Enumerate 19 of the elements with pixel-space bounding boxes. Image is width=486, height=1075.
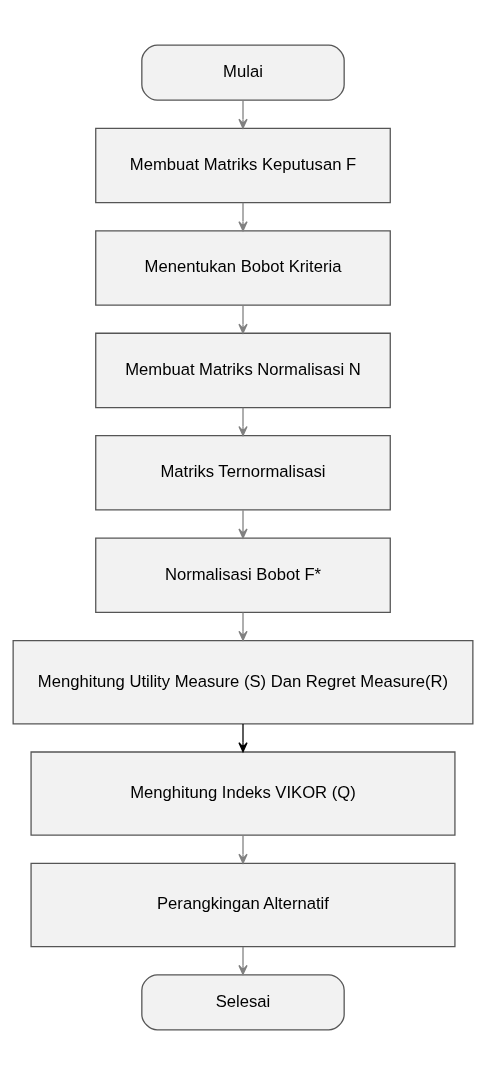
node-box: Matriks Ternormalisasi (95, 435, 391, 511)
arrow (238, 611, 248, 641)
node-box: Membuat Matriks Keputusan F (95, 127, 391, 204)
arrow (238, 834, 248, 864)
node-box: Menghitung Utility Measure (S) Dan Regret Measure(R) (12, 639, 474, 725)
node-box: Mulai (141, 44, 345, 101)
node-box: Selesai (141, 974, 345, 1031)
arrow (238, 946, 248, 975)
node-box: Normalisasi Bobot F* (95, 537, 391, 614)
arrow (238, 202, 248, 232)
node-box: Menentukan Bobot Kriteria (95, 230, 391, 306)
arrow (238, 304, 248, 334)
arrow (238, 407, 248, 437)
arrow (238, 509, 248, 539)
node-box: Membuat Matriks Normalisasi N (95, 332, 391, 409)
arrow (238, 99, 248, 129)
node-box: Perangkingan Alternatif (30, 862, 456, 948)
node-box: Menghitung Indeks VIKOR (Q) (30, 751, 456, 836)
arrow (238, 723, 248, 753)
